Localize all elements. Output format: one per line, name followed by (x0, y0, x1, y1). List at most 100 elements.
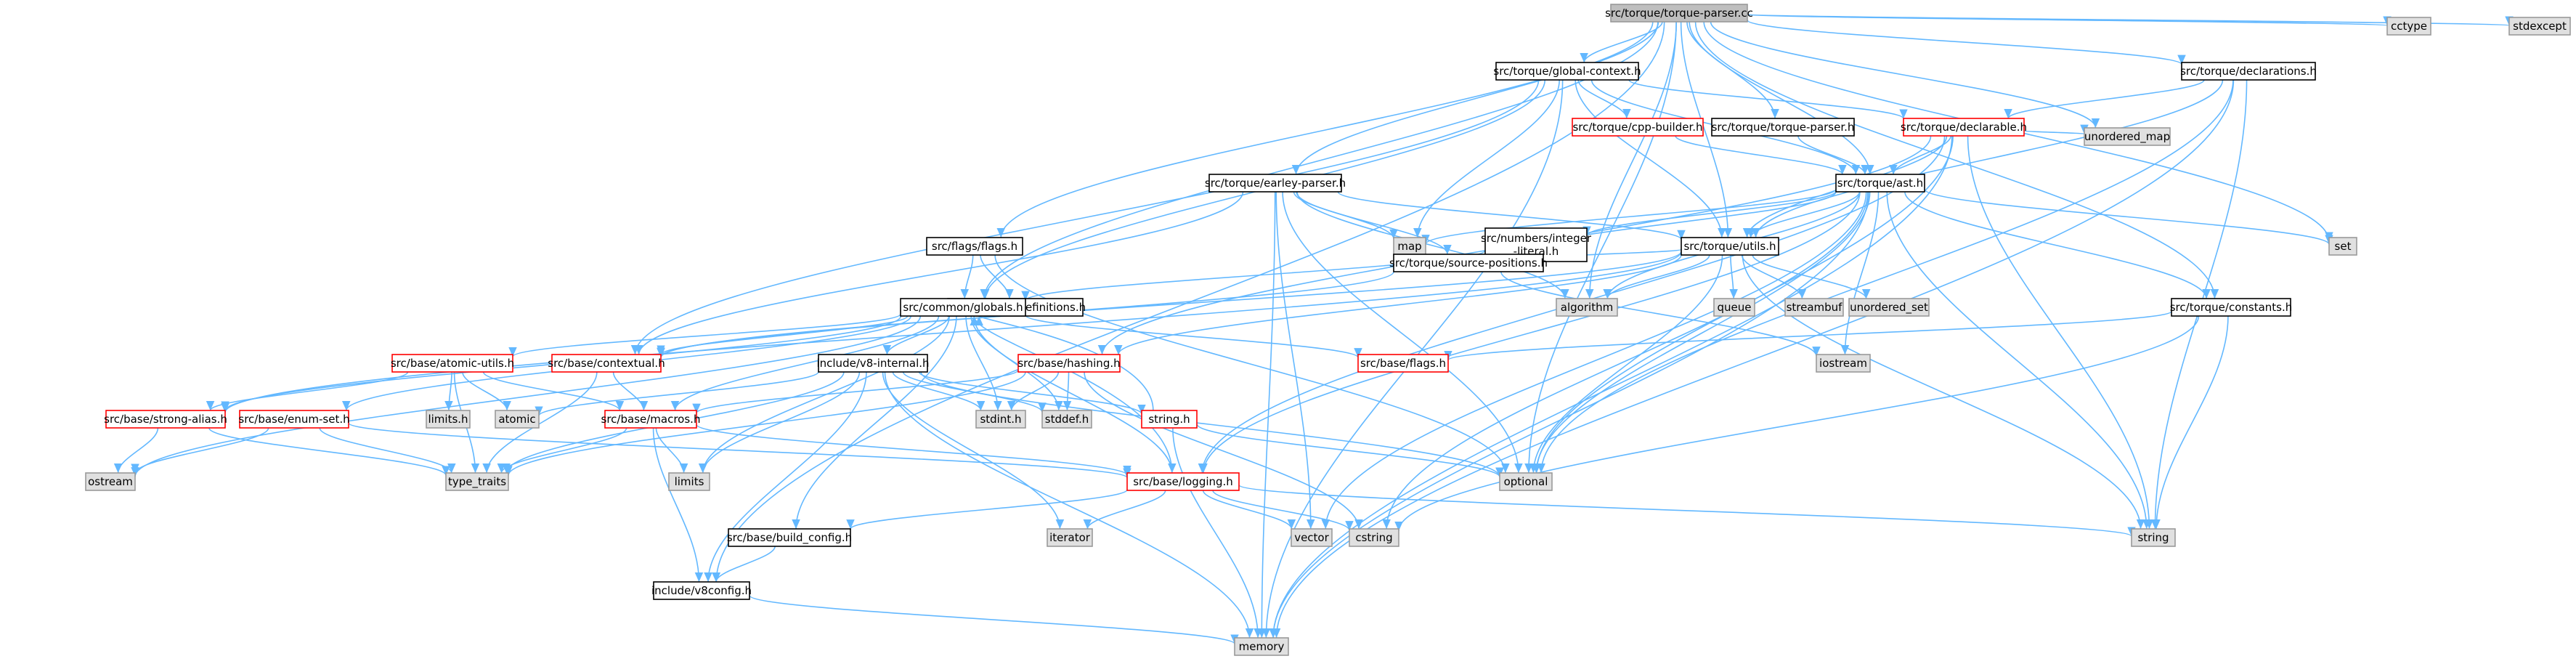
node-macros[interactable]: src/base/macros.h (601, 410, 701, 429)
node-logging[interactable]: src/base/logging.h (1126, 472, 1240, 491)
edge-utils-to-strong_alias (221, 251, 1682, 413)
node-declarable[interactable]: src/torque/declarable.h (1901, 118, 2027, 137)
edge-ast-to-vector (1321, 191, 1867, 530)
node-utils[interactable]: src/torque/utils.h (1681, 237, 1779, 256)
edge-constants-to-base_flags (1444, 310, 2172, 361)
node-label: stddef.h (1045, 413, 1089, 426)
edge-v8_internal-to-limits (698, 371, 861, 474)
node-v8config[interactable]: include/v8config.h (651, 581, 752, 600)
edge-globals-to-ostream (131, 315, 922, 477)
edge-v8_internal-to-atomic (535, 371, 819, 417)
edge-ast-to-map (1421, 188, 1837, 245)
node-label: ostream (88, 475, 133, 488)
edge-root-to-optional (1524, 21, 1677, 474)
dependency-edges (113, 13, 2512, 645)
edge-atomic_utils-to-limits_h (444, 371, 453, 411)
node-label: queue (1718, 301, 1752, 314)
edge-root-to-cctype (1747, 13, 2390, 27)
edge-globals-to-stddef_h (970, 315, 1063, 411)
node-atomic: atomic (495, 410, 540, 429)
edge-strong_alias-to-ostream (113, 427, 159, 474)
node-box (2508, 17, 2571, 36)
node-build-config[interactable]: src/base/build_config.h (727, 528, 852, 547)
edge-v8config-to-memory (749, 594, 1239, 645)
edge-earley_parser-to-utils (1337, 191, 1686, 240)
node-map: map (1393, 237, 1426, 256)
node-contextual[interactable]: src/base/contextual.h (548, 354, 665, 373)
node-global-context[interactable]: src/torque/global-context.h (1493, 62, 1641, 81)
node-box (1393, 254, 1544, 272)
node-numbers-integer-literal[interactable]: src/numbers/integer-literal.h (1481, 227, 1592, 262)
node-strong-alias[interactable]: src/base/strong-alias.h (104, 410, 227, 429)
node-box (1349, 528, 1399, 547)
node-box (1291, 528, 1333, 547)
node-box (1816, 354, 1871, 373)
node-label: include/v8config.h (651, 584, 752, 597)
node-box (926, 237, 1023, 256)
edge-earley_parser-to-memory (1257, 191, 1276, 639)
node-atomic-utils[interactable]: src/base/atomic-utils.h (391, 354, 514, 373)
node-box (975, 410, 1026, 429)
node-constants[interactable]: src/torque/constants.h (2170, 298, 2293, 317)
edge-constants-to-string (2152, 315, 2229, 530)
node-limits: limits (668, 472, 710, 491)
node-box (105, 410, 226, 429)
edge-enum_set-to-ostream (131, 427, 269, 474)
node-algorithm: algorithm (1556, 298, 1618, 317)
node-label: type_traits (448, 475, 506, 489)
node-box (900, 298, 1026, 317)
node-cctype: cctype (2386, 17, 2431, 36)
node-box (1047, 528, 1093, 547)
node-label: src/base/enum-set.h (238, 413, 349, 426)
node-box (1495, 62, 1639, 81)
edge-root-to-declarations (1747, 19, 2186, 65)
node-label: src/torque/earley-parser.h (1205, 177, 1346, 190)
node-base-flags[interactable]: src/base/flags.h (1357, 354, 1449, 373)
edge-string_h-to-optional (1196, 424, 1504, 478)
node-v8-internal[interactable]: include/v8-internal.h (816, 354, 930, 373)
node-label: limits (675, 475, 704, 488)
edge-v8_internal-to-memory (884, 371, 1254, 639)
node-root[interactable]: src/torque/torque-parser.cc (1605, 4, 1753, 23)
edge-declarations-to-utils (1751, 79, 2224, 238)
node-box (2084, 127, 2171, 146)
node-earley-parser[interactable]: src/torque/earley-parser.h (1205, 174, 1346, 193)
edge-ast-to-utils (1746, 191, 1861, 238)
node-label: src/base/build_config.h (727, 531, 852, 545)
node-torque-parser-h[interactable]: src/torque/torque-parser.h (1711, 118, 1855, 137)
node-label: cctype (2391, 20, 2427, 33)
node-label: src/torque/cpp-builder.h (1572, 121, 1702, 134)
node-queue: queue (1713, 298, 1755, 317)
edge-hashing-to-stddef_h (1063, 371, 1072, 411)
node-label: include/v8-internal.h (816, 357, 929, 370)
node-source-positions[interactable]: src/torque/source-positions.h (1389, 254, 1548, 272)
node-ast[interactable]: src/torque/ast.h (1835, 174, 1925, 193)
edge-utils-to-algorithm (1603, 254, 1710, 299)
edge-earley_parser-to-contextual (634, 191, 1244, 355)
edge-contextual-to-macros (612, 371, 649, 411)
node-globals[interactable]: src/common/globals.h (900, 298, 1026, 317)
node-label: atomic (498, 413, 535, 426)
node-enum-set[interactable]: src/base/enum-set.h (238, 410, 350, 429)
edge-source_positions-to-iostream (1500, 271, 1821, 357)
node-label: src/torque/torque-parser.cc (1605, 7, 1753, 20)
edge-globals-to-stdint_h (965, 315, 1002, 411)
edge-atomic_utils-to-atomic (462, 371, 511, 411)
node-cpp-builder[interactable]: src/torque/cpp-builder.h (1572, 118, 1704, 137)
edge-utils-to-string (1742, 254, 2145, 530)
edge-globals-to-macros (670, 315, 940, 411)
node-label: memory (1239, 640, 1285, 653)
node-label: map (1397, 240, 1421, 253)
node-declarations[interactable]: src/torque/declarations.h (2180, 62, 2317, 81)
node-hashing[interactable]: src/base/hashing.h (1017, 354, 1121, 373)
node-ostream: ostream (85, 472, 136, 491)
node-label: src/torque/torque-parser.h (1712, 121, 1855, 134)
edge-root-to-ast (1689, 21, 1874, 175)
node-flags[interactable]: src/flags/flags.h (926, 237, 1023, 256)
node-stddef-h: stddef.h (1041, 410, 1092, 429)
node-label: src/common/globals.h (903, 301, 1023, 314)
node-label: optional (1504, 475, 1548, 488)
node-string-h[interactable]: string.h (1141, 410, 1198, 429)
node-box (668, 472, 710, 491)
